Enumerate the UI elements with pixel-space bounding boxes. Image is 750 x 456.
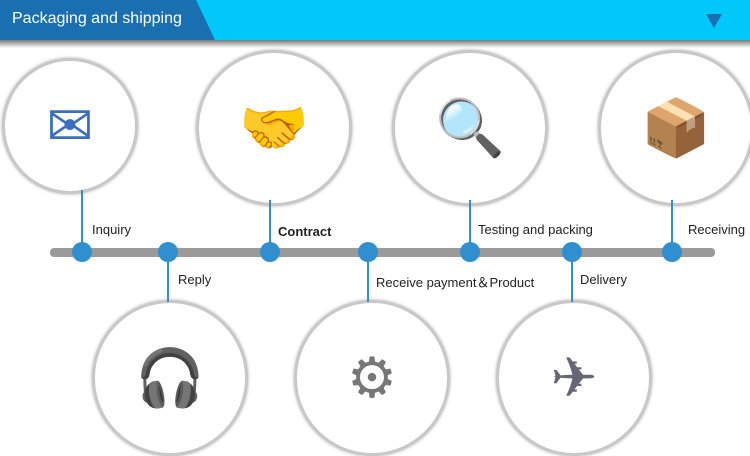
- step-label-delivery: Delivery: [580, 272, 627, 287]
- step-label-reply: Reply: [178, 272, 212, 287]
- step-label-inquiry: Inquiry: [92, 222, 132, 237]
- timeline-dot-testing: [460, 242, 480, 262]
- stem: [367, 252, 369, 302]
- step-label-testing: Testing and packing: [478, 222, 593, 237]
- stem: [269, 200, 271, 250]
- headset-operators-icon: 🎧: [135, 346, 205, 409]
- collapse-arrow-icon[interactable]: [706, 14, 722, 28]
- money-gears-icon: ⚙: [346, 346, 398, 409]
- timeline-dot-receiving: [662, 242, 682, 262]
- timeline-dot-payment: [358, 242, 378, 262]
- stem: [469, 200, 471, 250]
- testing-image: 🔍: [392, 50, 548, 206]
- header-shadow: [0, 40, 750, 48]
- step-label-contract: Contract: [278, 224, 332, 239]
- delivery-image: ✈: [496, 300, 652, 456]
- receiving-image: 📦: [598, 50, 750, 206]
- inquiry-image: ✉: [2, 58, 138, 194]
- stem: [671, 200, 673, 250]
- header-tab: [0, 0, 215, 40]
- timeline-dot-contract: [260, 242, 280, 262]
- timeline-dot-inquiry: [72, 242, 92, 262]
- stem: [81, 190, 83, 250]
- magnifier-boxes-icon: 🔍: [435, 96, 505, 159]
- airplane-ship-icon: ✈: [550, 346, 598, 409]
- timeline: [50, 248, 715, 257]
- section-header: Packaging and shipping: [0, 0, 750, 40]
- contract-image: 🤝: [196, 50, 352, 206]
- stem: [167, 252, 169, 302]
- timeline-dot-reply: [158, 242, 178, 262]
- envelope-icon: ✉: [46, 94, 94, 157]
- stem: [571, 252, 573, 302]
- reply-image: 🎧: [92, 300, 248, 456]
- step-label-receiving: Receiving: [688, 222, 746, 237]
- timeline-dot-delivery: [562, 242, 582, 262]
- container-boxes-icon: 📦: [641, 96, 711, 159]
- step-label-payment: Receive payment＆Product: [376, 275, 535, 290]
- handshake-contract-icon: 🤝: [239, 96, 309, 159]
- section-title: Packaging and shipping: [12, 10, 182, 27]
- payment-image: ⚙: [294, 300, 450, 456]
